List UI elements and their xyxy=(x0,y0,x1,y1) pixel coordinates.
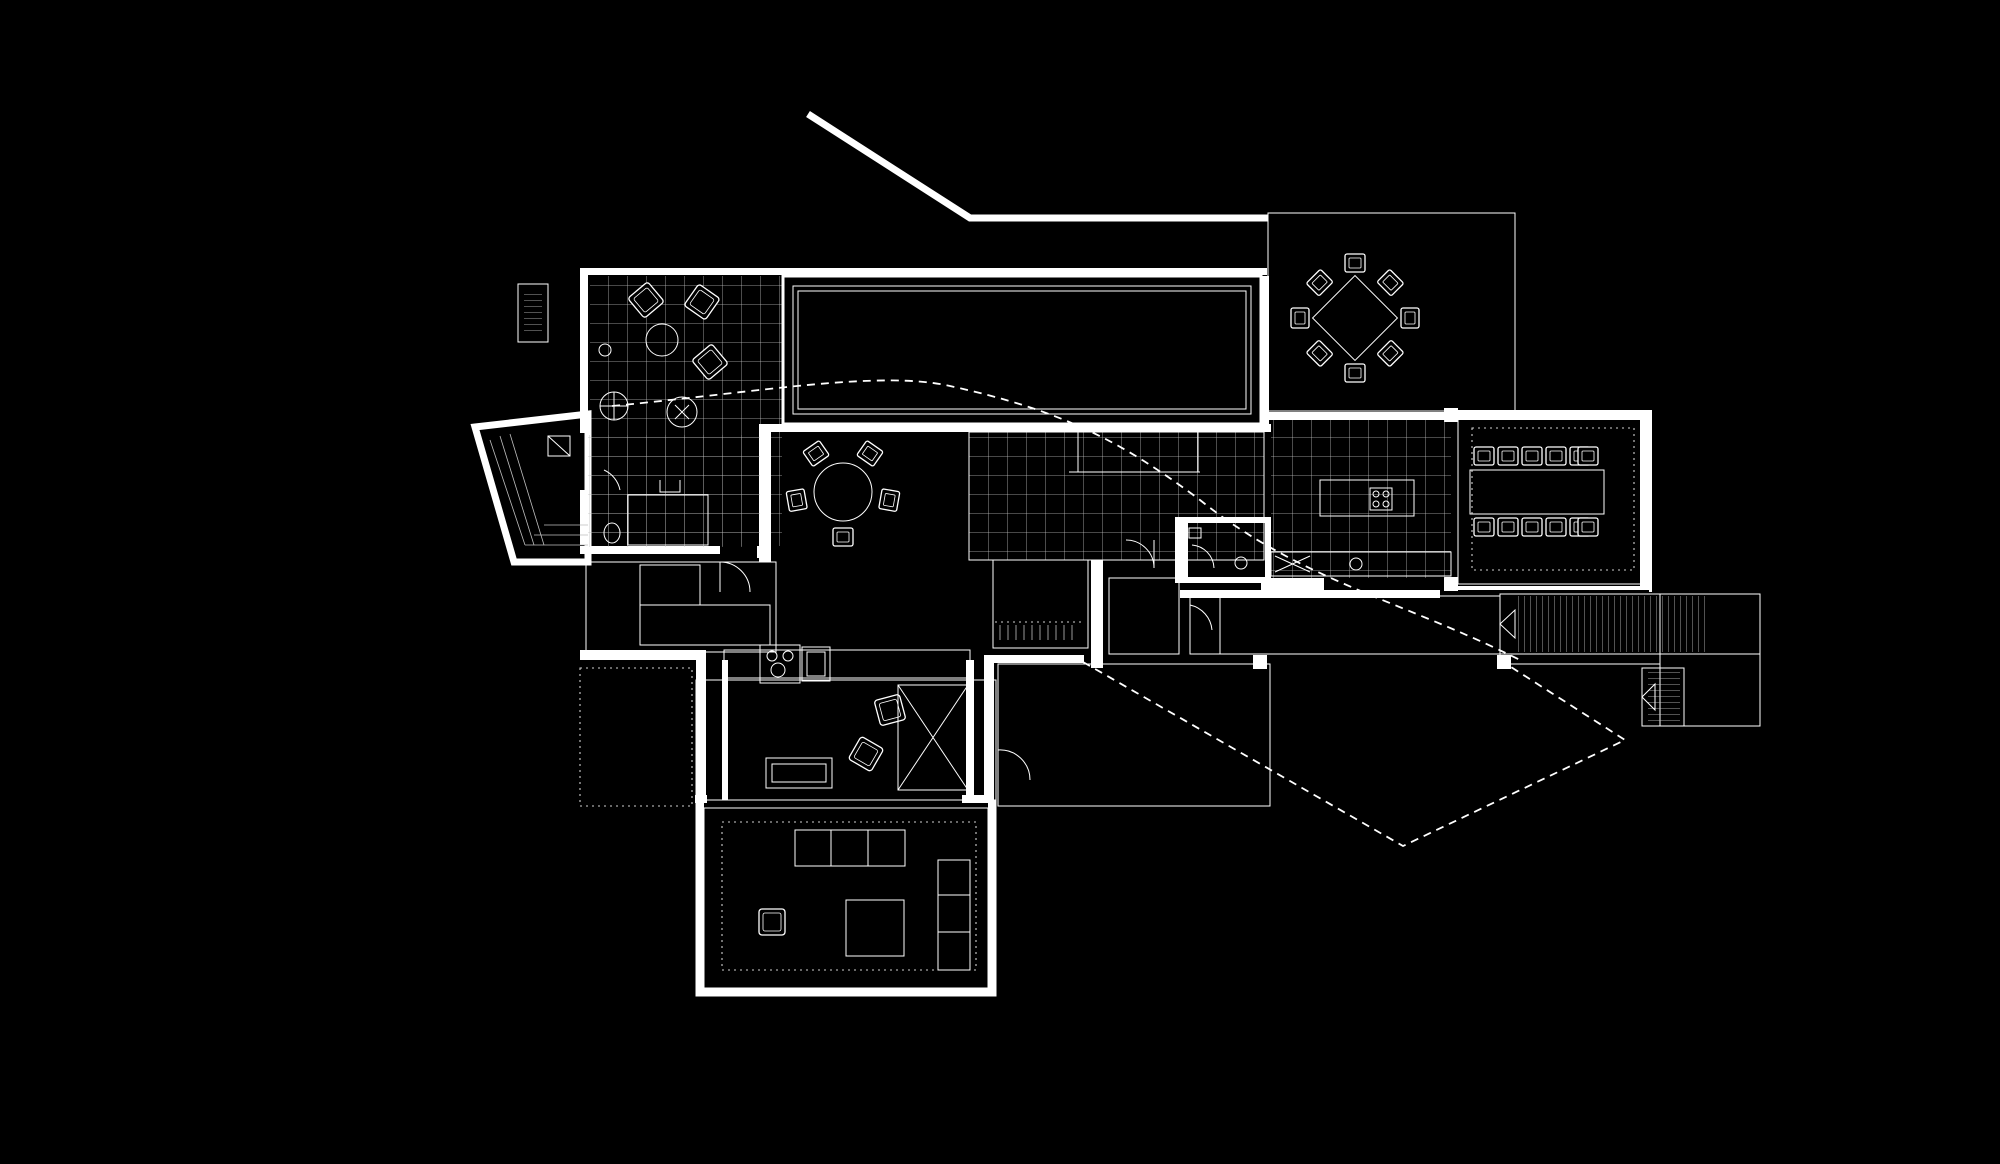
dining-deck xyxy=(1267,212,1516,412)
access-road-line xyxy=(806,111,1268,222)
dining-room xyxy=(1457,413,1649,585)
carport-outline xyxy=(579,667,693,807)
living-room xyxy=(695,660,1031,997)
round-dining xyxy=(760,424,969,560)
main-walls xyxy=(580,268,1652,803)
corridor-stair xyxy=(585,561,777,653)
pool xyxy=(781,274,1263,426)
hall-stair xyxy=(968,431,1265,655)
gravel-path xyxy=(1189,595,1501,655)
terrace-deck xyxy=(997,663,1271,807)
entry-wc xyxy=(588,435,760,547)
entry-stair xyxy=(1499,593,1761,727)
wc xyxy=(1175,517,1271,583)
service-strip xyxy=(723,644,971,684)
entry-bay xyxy=(470,410,592,566)
roof-overhang-outline xyxy=(611,379,1627,848)
kitchen xyxy=(1270,420,1452,590)
